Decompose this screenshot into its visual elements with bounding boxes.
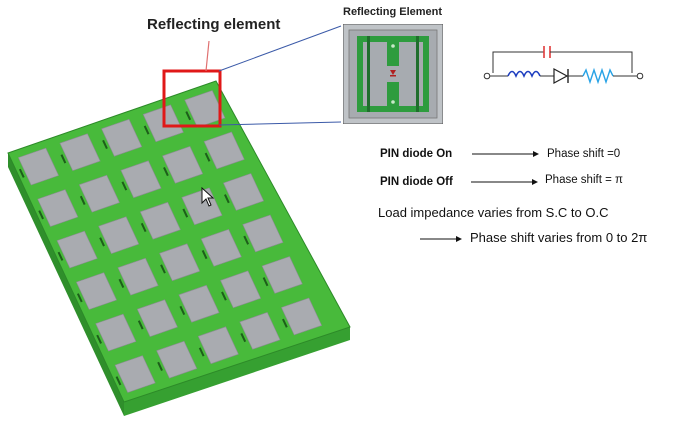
patch-element [162,146,204,184]
reflecting-element-inset [343,24,443,124]
slot-mark [38,210,44,220]
patch-element [98,216,140,254]
slot-mark [160,264,166,274]
patch-element [114,355,156,393]
patch-element [139,201,181,240]
slot-mark [99,237,105,247]
slot-mark [262,277,269,287]
patch-element [197,326,239,365]
patch-element [117,257,159,296]
arrow-right-icon [420,236,462,242]
slot-mark [179,305,186,316]
patch-element [220,270,262,309]
patch-element [95,313,137,352]
slot-mark [185,111,192,121]
patch-element [101,118,143,157]
inset-title: Reflecting Element [343,6,443,18]
patch-element [261,256,303,294]
slot-mark [137,320,144,330]
mouse-pointer-icon [201,187,215,207]
pin-off-result: Phase shift = π [545,174,623,186]
slot-mark [79,195,86,205]
slot-mark [60,154,67,164]
patch-element [156,340,198,379]
patch-element [56,230,98,269]
pin-on-result: Phase shift =0 [547,148,621,160]
slot-mark [163,167,169,177]
patch-element [17,147,59,186]
patch-element [78,174,120,213]
patch-element [120,160,162,199]
patch-element [281,297,323,336]
slot-mark [243,235,250,245]
slot-mark [198,347,205,357]
slot-mark [201,250,208,260]
patch-element [136,299,178,337]
patch-element [75,272,117,310]
slot-mark [240,333,247,343]
phase-shift-text: Phase shift varies from 0 to 2π [470,230,648,245]
arrow-right-icon [472,151,539,157]
diode-symbol-icon [390,70,396,75]
patch-element [239,312,281,350]
slot-mark [57,251,64,261]
patch-element [37,189,79,227]
slot-mark [18,168,25,178]
patch-element [59,133,101,171]
reflecting-element-label: Reflecting element [147,16,281,33]
patch-element [178,284,220,323]
slot-mark [96,334,102,344]
slot-mark [182,208,189,218]
patch-element [242,214,284,253]
slot-mark [121,181,128,191]
equivalent-circuit [483,46,644,85]
slot-mark [224,194,230,204]
slot-mark [157,361,163,371]
highlight-box [162,69,222,128]
pin-off-label: PIN diode Off [380,176,453,188]
patch-element [223,173,265,211]
load-impedance-text: Load impedance varies from S.C to O.C [378,205,609,220]
pin-on-label: PIN diode On [380,148,453,160]
slot-mark [204,152,211,162]
slot-mark [282,318,288,328]
patch-element [184,90,226,128]
patch-element [159,243,201,282]
slot-mark [118,278,125,288]
slot-mark [143,125,150,135]
slot-mark [115,376,122,386]
arrow-right-icon [471,179,538,185]
slot-mark [102,139,108,150]
patch-element [203,131,245,170]
slot-mark [76,293,83,303]
slot-mark [140,222,147,233]
patch-element [200,229,242,267]
slot-mark [221,291,227,301]
